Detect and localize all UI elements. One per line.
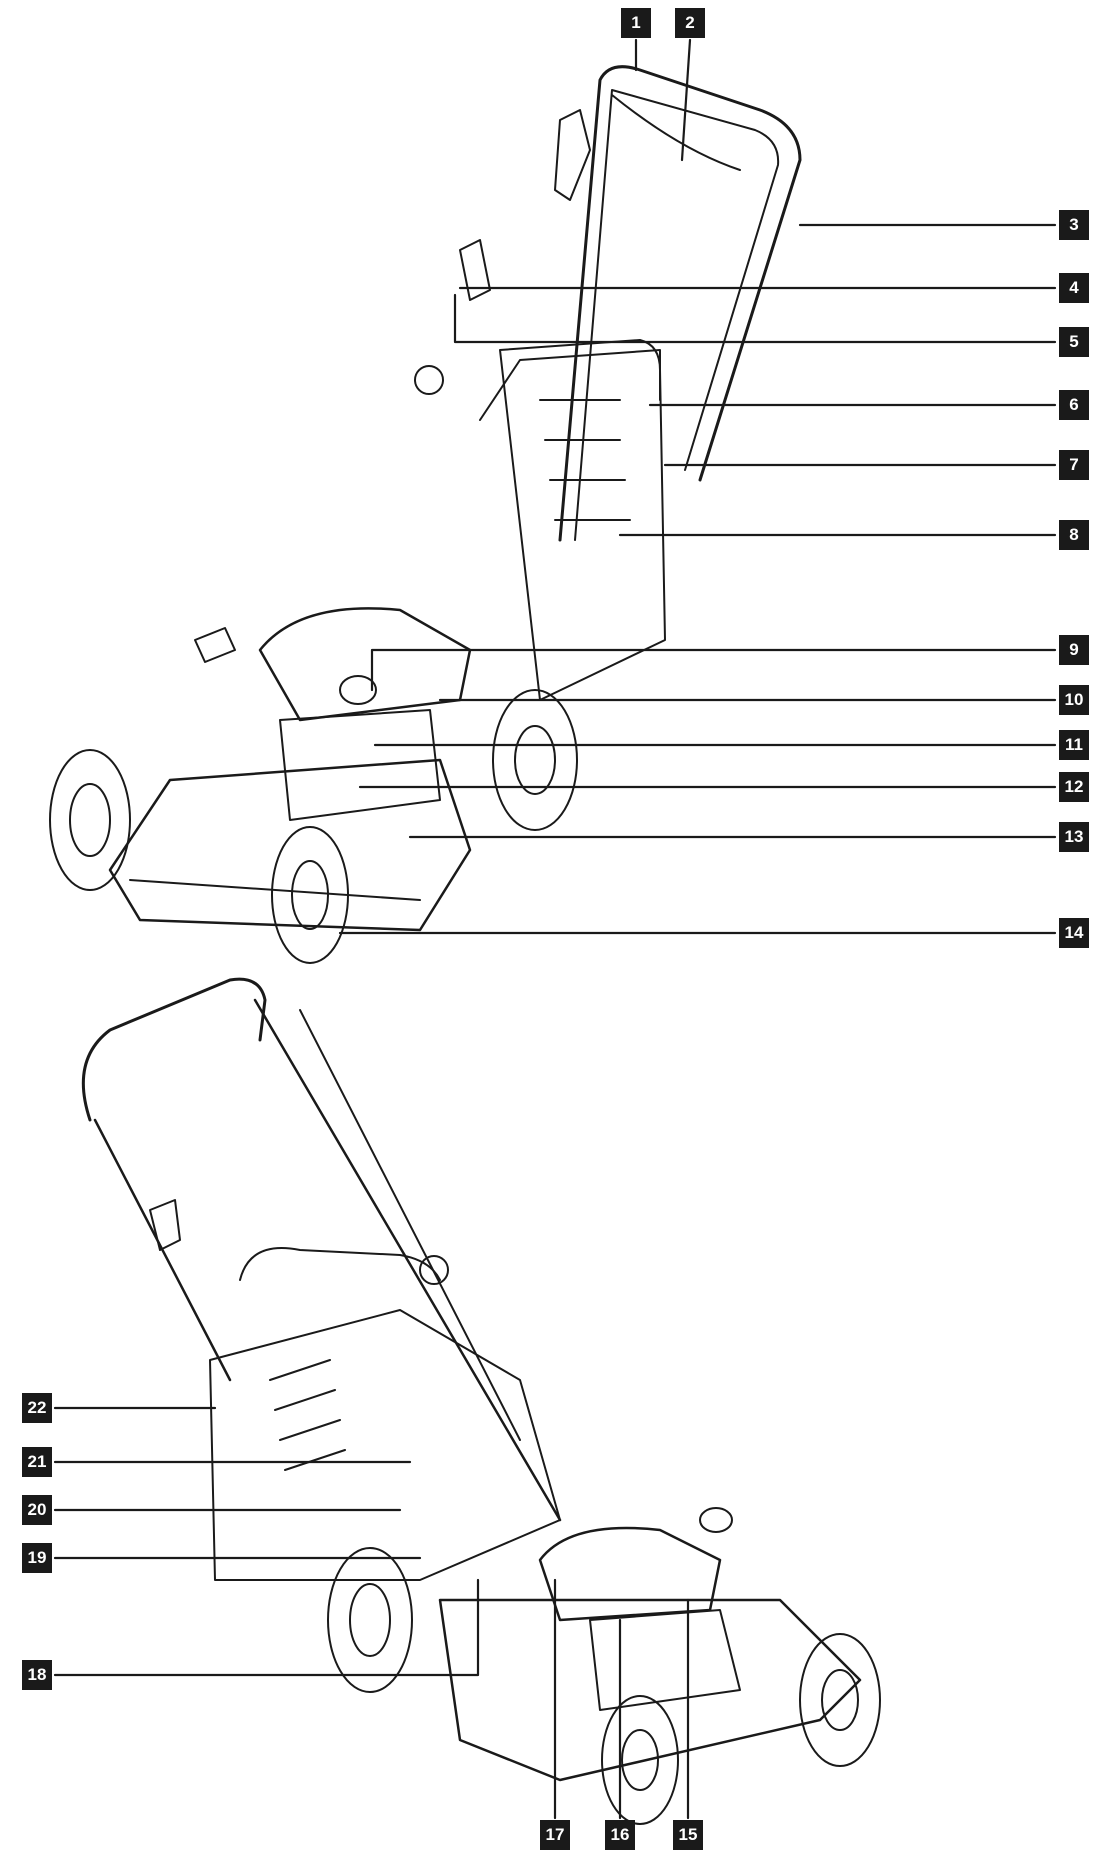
rear-bag-vents <box>269 1359 346 1471</box>
callout-badge-19: 19 <box>22 1543 52 1573</box>
front-handle-knob <box>414 365 444 395</box>
callout-badge-9: 9 <box>1059 635 1089 665</box>
front-grass-bag <box>499 339 666 701</box>
callout-badge-5: 5 <box>1059 327 1089 357</box>
front-throttle-lever <box>554 109 591 201</box>
front-wheel-right-front <box>271 826 349 964</box>
rear-lever <box>149 1199 181 1251</box>
rear-wheel-front <box>601 1695 679 1825</box>
leader-18 <box>53 1578 480 1677</box>
rear-wheel-front-hub <box>621 1729 659 1791</box>
rear-engine-cover <box>538 1526 722 1622</box>
front-engine-cover <box>258 607 472 722</box>
callout-badge-13: 13 <box>1059 822 1089 852</box>
front-bag-vents <box>539 399 631 521</box>
front-view-mower <box>49 65 802 964</box>
callout-badge-22: 22 <box>22 1393 52 1423</box>
front-wheel-right-front-hub <box>291 860 329 930</box>
callout-badge-6: 6 <box>1059 390 1089 420</box>
rear-grass-bag <box>209 1309 561 1581</box>
front-wheel-rear-hub <box>514 725 556 795</box>
callout-badge-7: 7 <box>1059 450 1089 480</box>
front-bag-frame <box>479 349 661 421</box>
callout-badge-11: 11 <box>1059 730 1089 760</box>
leader-5 <box>453 293 1057 344</box>
front-wheel-rear <box>492 689 578 831</box>
front-pedal <box>194 627 236 663</box>
callout-badge-8: 8 <box>1059 520 1089 550</box>
front-height-knob <box>459 239 491 301</box>
rear-view-mower <box>81 977 881 1825</box>
front-fuel-cap <box>339 675 377 705</box>
rear-handle-right-tube <box>253 998 562 1522</box>
front-handle-bar <box>558 65 802 542</box>
leader-9 <box>370 648 1057 692</box>
front-control-lever <box>611 94 741 171</box>
callout-badge-18: 18 <box>22 1660 52 1690</box>
callout-badge-2: 2 <box>675 8 705 38</box>
callout-badge-4: 4 <box>1059 273 1089 303</box>
front-wheel-left-hub <box>69 783 111 857</box>
rear-handle-bar <box>81 977 267 1122</box>
front-deck-lip <box>129 879 421 901</box>
callout-badge-16: 16 <box>605 1820 635 1850</box>
front-engine-block <box>279 709 441 821</box>
callout-badge-1: 1 <box>621 8 651 38</box>
leader-2 <box>680 38 692 162</box>
rear-wheel-right-hub <box>821 1669 859 1731</box>
callout-badge-12: 12 <box>1059 772 1089 802</box>
callout-badge-15: 15 <box>673 1820 703 1850</box>
front-wheel-left <box>49 749 131 891</box>
callout-badge-3: 3 <box>1059 210 1089 240</box>
callout-badge-17: 17 <box>540 1820 570 1850</box>
rear-handle-knob <box>419 1255 449 1285</box>
callout-badge-10: 10 <box>1059 685 1089 715</box>
rear-mower-deck <box>438 1598 862 1782</box>
rear-handle-left-tube <box>93 1118 232 1382</box>
leader-lines <box>53 38 1057 1820</box>
callout-badge-14: 14 <box>1059 918 1089 948</box>
callout-badge-20: 20 <box>22 1495 52 1525</box>
front-mower-deck <box>108 758 472 932</box>
rear-engine-block <box>589 1609 741 1711</box>
front-handle-bar-inner <box>574 89 780 541</box>
rear-wheel-left-hub <box>349 1583 391 1657</box>
callout-badge-21: 21 <box>22 1447 52 1477</box>
rear-bag-frame <box>239 1247 441 1281</box>
rear-fuel-cap <box>699 1507 733 1533</box>
rear-wheel-left <box>327 1547 413 1693</box>
rear-wheel-right <box>799 1633 881 1767</box>
rear-cable <box>299 1009 521 1441</box>
